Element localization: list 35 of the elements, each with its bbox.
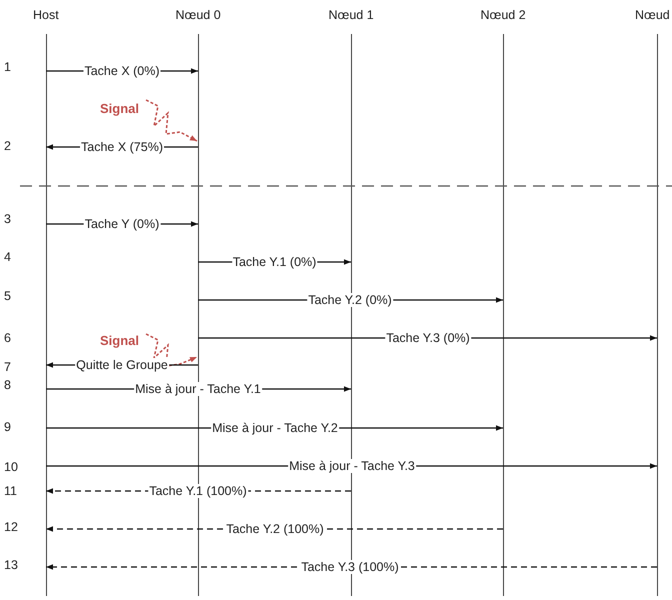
edge-label: Tache X (75%) (80, 140, 164, 154)
edge-label: Mise à jour - Tache Y.3 (288, 459, 416, 473)
lifeline-header: Nœud 2 (480, 8, 526, 22)
edge-label: Tache Y.2 (0%) (307, 293, 393, 307)
step-number: 2 (4, 139, 11, 153)
edge-label: Tache Y.1 (100%) (148, 484, 248, 498)
step-number: 10 (4, 460, 18, 474)
lifeline-header: Nœud 1 (328, 8, 374, 22)
step-number: 8 (4, 378, 11, 392)
signal-arrow (146, 333, 198, 367)
step-number: 13 (4, 558, 18, 572)
step-number: 1 (4, 60, 11, 74)
edge-label: Mise à jour - Tache Y.1 (134, 382, 262, 396)
edge-label: Tache Y.1 (0%) (232, 255, 318, 269)
signal-label: Signal (100, 333, 140, 348)
edge-label: Quitte le Groupe (75, 358, 169, 372)
step-number: 11 (4, 484, 17, 498)
signal-arrow (146, 99, 198, 142)
step-number: 5 (4, 289, 11, 303)
edge-label: Tache X (0%) (83, 64, 161, 78)
edge-label: Tache Y (0%) (84, 217, 160, 231)
step-number: 4 (4, 250, 11, 264)
edge-label: Tache Y.2 (100%) (225, 522, 325, 536)
edge-label: Mise à jour - Tache Y.2 (211, 421, 339, 435)
step-number: 9 (4, 420, 11, 434)
signal-label: Signal (100, 101, 140, 116)
edge-label: Tache Y.3 (100%) (300, 560, 400, 574)
lifeline-header: Host (33, 8, 59, 22)
edge-label: Tache Y.3 (0%) (385, 331, 471, 345)
lifeline-header: Nœud (635, 8, 670, 22)
step-number: 6 (4, 331, 11, 345)
step-number: 3 (4, 212, 11, 226)
step-number: 12 (4, 520, 18, 534)
step-number: 7 (4, 360, 11, 374)
lifeline-header: Nœud 0 (176, 8, 221, 22)
